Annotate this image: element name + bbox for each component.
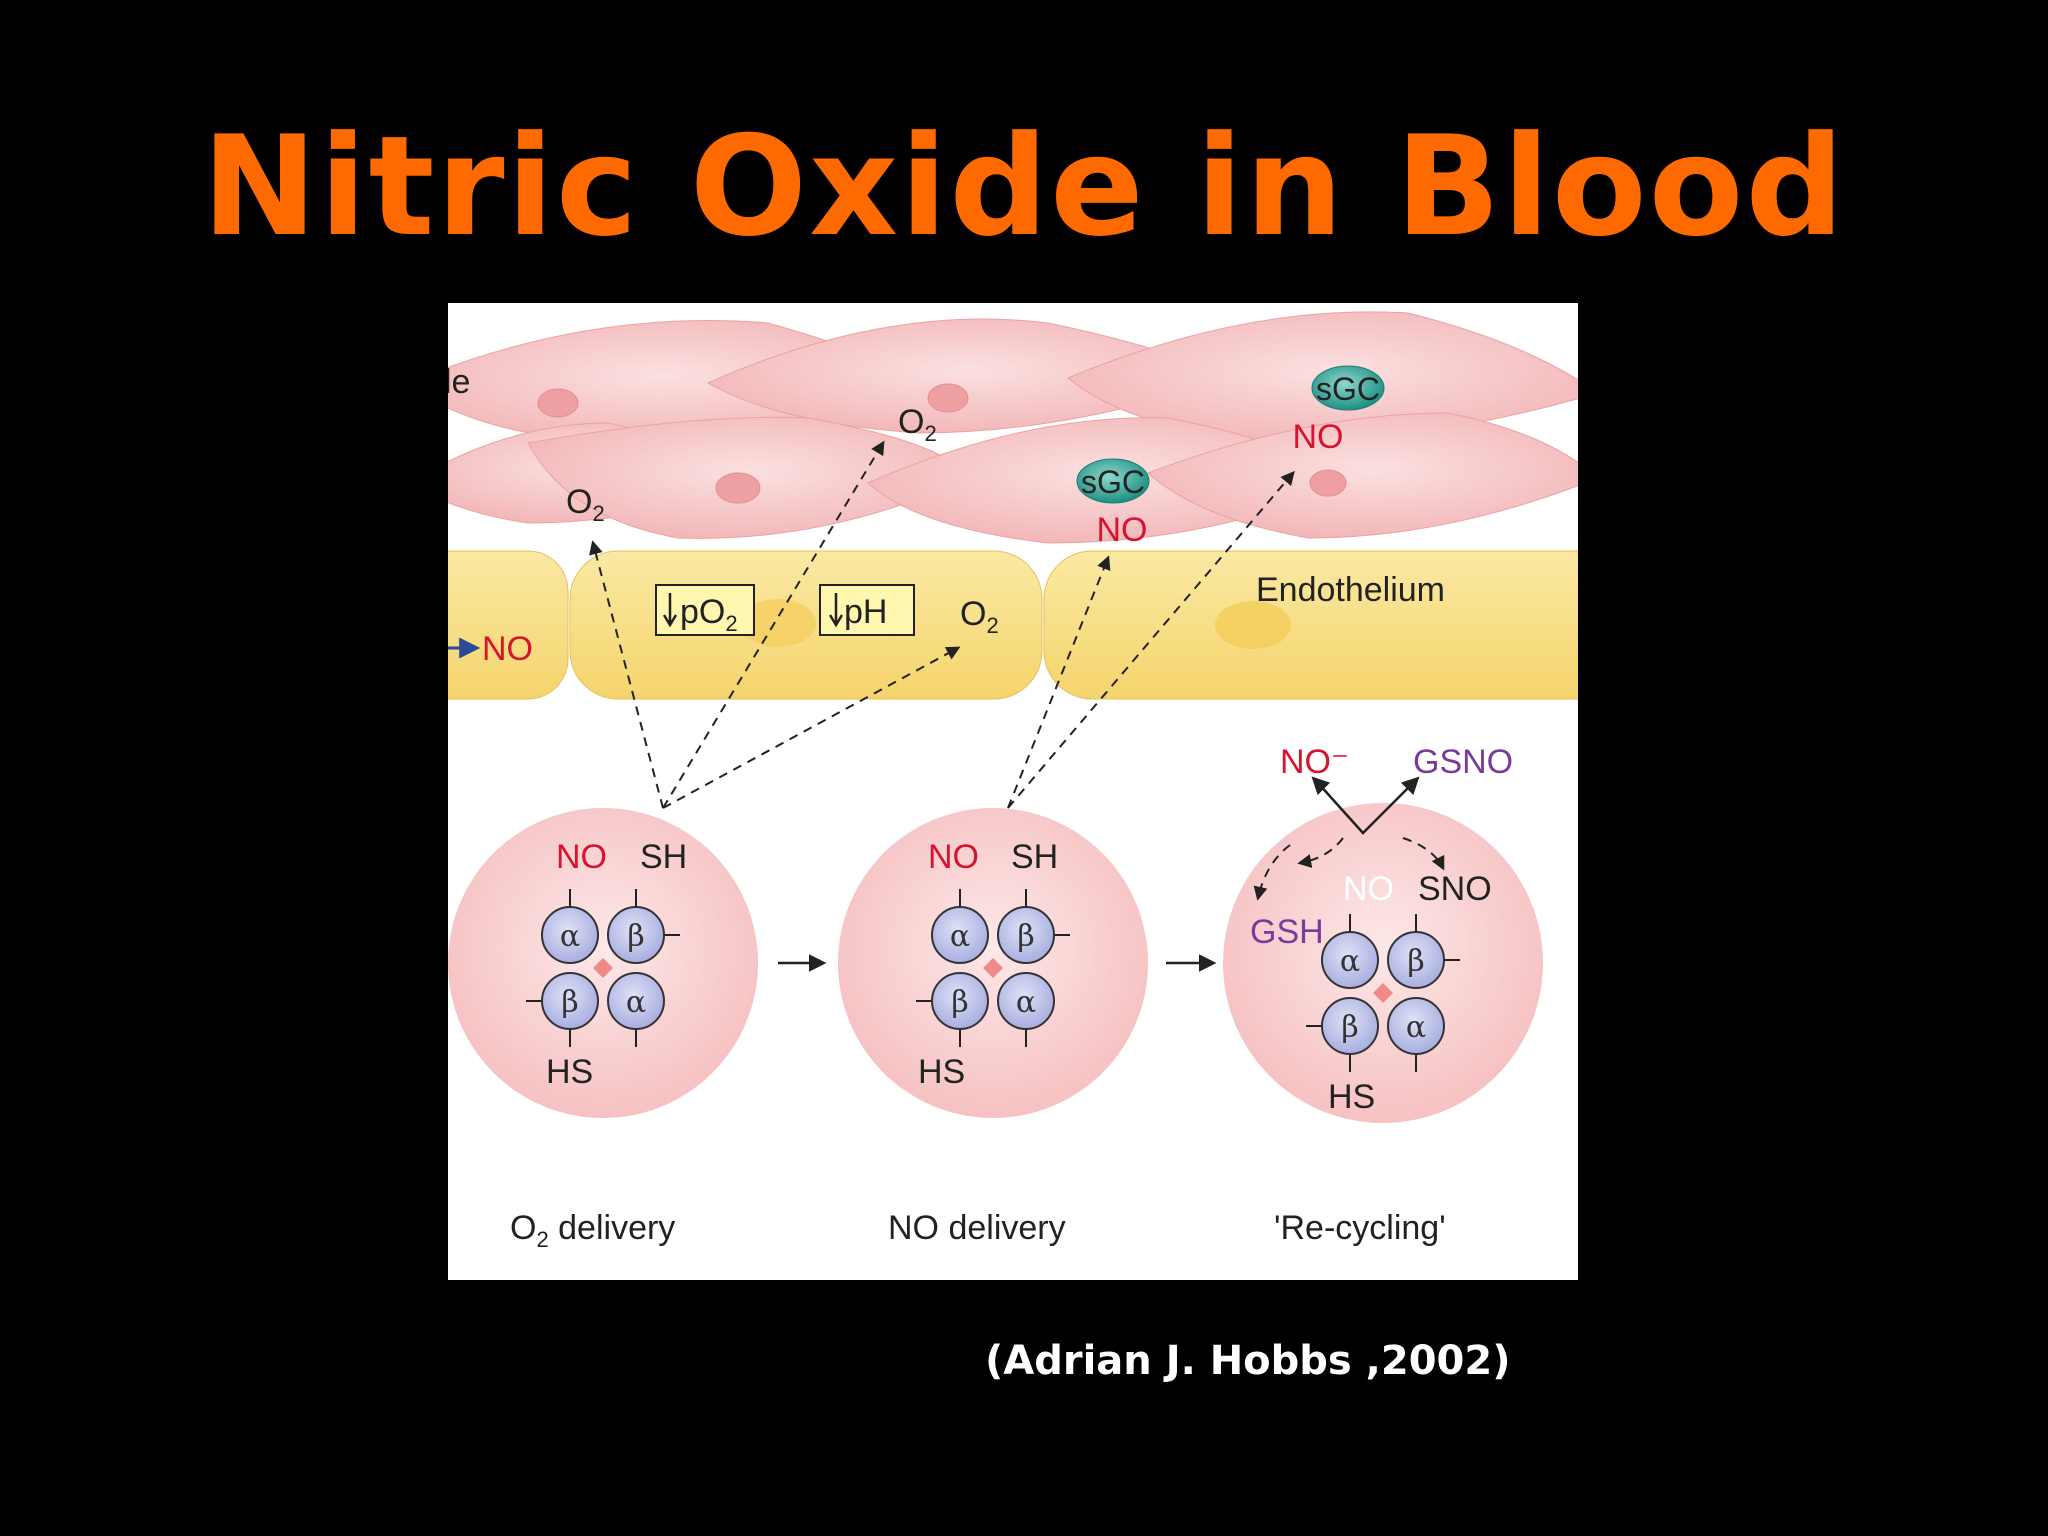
rbc2-no-label: NO bbox=[928, 838, 979, 876]
po2-box-label: pO2 bbox=[680, 593, 738, 636]
rbc3-alpha-subunit bbox=[1387, 997, 1445, 1055]
rbc3-no-label: NO bbox=[1343, 870, 1394, 908]
rbc1-beta-label: β bbox=[627, 919, 644, 954]
rbc2-alpha-subunit bbox=[931, 906, 989, 964]
rbc2-sh-label: SH bbox=[1011, 838, 1058, 876]
endothelium-label: Endothelium bbox=[1256, 571, 1445, 609]
rbc3-beta-label: β bbox=[1407, 944, 1424, 979]
rbc1-beta-label: β bbox=[561, 985, 578, 1020]
red-blood-cell-3 bbox=[1223, 803, 1543, 1123]
rbc1-hs-label: HS bbox=[546, 1053, 593, 1091]
rbc2-hs-label: HS bbox=[918, 1053, 965, 1091]
rbc1-alpha-subunit bbox=[607, 972, 665, 1030]
sgc-label-1: sGC bbox=[1081, 464, 1145, 500]
rbc3-beta-subunit bbox=[1321, 997, 1379, 1055]
down-arrow-icon bbox=[662, 593, 678, 628]
rbc2-beta-label: β bbox=[1017, 919, 1034, 954]
rbc2-beta-subunit bbox=[997, 906, 1055, 964]
citation: (Adrian J. Hobbs ,2002) bbox=[985, 1338, 1511, 1384]
down-arrow-icon bbox=[828, 593, 844, 628]
rbc3-hs-label: HS bbox=[1328, 1078, 1375, 1116]
po2-box bbox=[655, 584, 755, 636]
o2-label-2: O2 bbox=[898, 403, 937, 446]
smooth-muscle-layer bbox=[448, 311, 1578, 544]
rbc3-gsno-label: GSNO bbox=[1413, 743, 1513, 781]
rbc3-gsh-label: GSH bbox=[1250, 913, 1324, 951]
rbc3-alpha-label: α bbox=[1340, 944, 1360, 979]
rbc1-beta-subunit bbox=[607, 906, 665, 964]
slide-title: Nitric Oxide in Blood bbox=[201, 106, 1847, 267]
caption-no-delivery: NO delivery bbox=[888, 1209, 1066, 1247]
o2-label-1: O2 bbox=[566, 483, 605, 526]
sgc-no-label-2: NO bbox=[1293, 418, 1344, 456]
rbc2-alpha-label: α bbox=[950, 919, 970, 954]
sgc-label-2: sGC bbox=[1316, 371, 1380, 407]
rbc1-alpha-label: α bbox=[626, 985, 646, 1020]
rbc2-alpha-label: α bbox=[1016, 985, 1036, 1020]
rbc1-beta-subunit bbox=[541, 972, 599, 1030]
rbc3-beta-subunit bbox=[1387, 931, 1445, 989]
rbc1-sh-label: SH bbox=[640, 838, 687, 876]
no-entry-label: NO bbox=[482, 630, 533, 668]
rbc3-alpha-label: α bbox=[1406, 1010, 1426, 1045]
rbc3-no-minus-label: NO⁻ bbox=[1280, 743, 1349, 781]
sgc-enzyme-2 bbox=[1311, 365, 1385, 411]
rbc1-heme-center bbox=[593, 958, 613, 978]
o2-label-3: O2 bbox=[960, 595, 999, 638]
rbc2-alpha-subunit bbox=[997, 972, 1055, 1030]
ph-box-label: pH bbox=[844, 593, 887, 631]
rbc3-sno-label: SNO bbox=[1418, 870, 1492, 908]
rbc2-heme-center bbox=[983, 958, 1003, 978]
rbc3-alpha-subunit bbox=[1321, 931, 1379, 989]
rbc3-beta-label: β bbox=[1341, 1010, 1358, 1045]
rbc1-no-label: NO bbox=[556, 838, 607, 876]
sgc-no-label-1: NO bbox=[1097, 511, 1148, 549]
muscle-label: le bbox=[448, 363, 470, 401]
caption-recycling: 'Re-cycling' bbox=[1274, 1209, 1446, 1247]
diffusion-arrows bbox=[589, 440, 1445, 901]
rbc1-alpha-label: α bbox=[560, 919, 580, 954]
rbc2-beta-label: β bbox=[951, 985, 968, 1020]
caption-o2-delivery: O2 delivery bbox=[510, 1209, 675, 1252]
recycling-split-arrows bbox=[1311, 776, 1420, 835]
rbc1-alpha-subunit bbox=[541, 906, 599, 964]
rbc3-heme-center bbox=[1373, 983, 1393, 1003]
rbc2-beta-subunit bbox=[931, 972, 989, 1030]
sgc-enzyme-1 bbox=[1076, 458, 1150, 504]
